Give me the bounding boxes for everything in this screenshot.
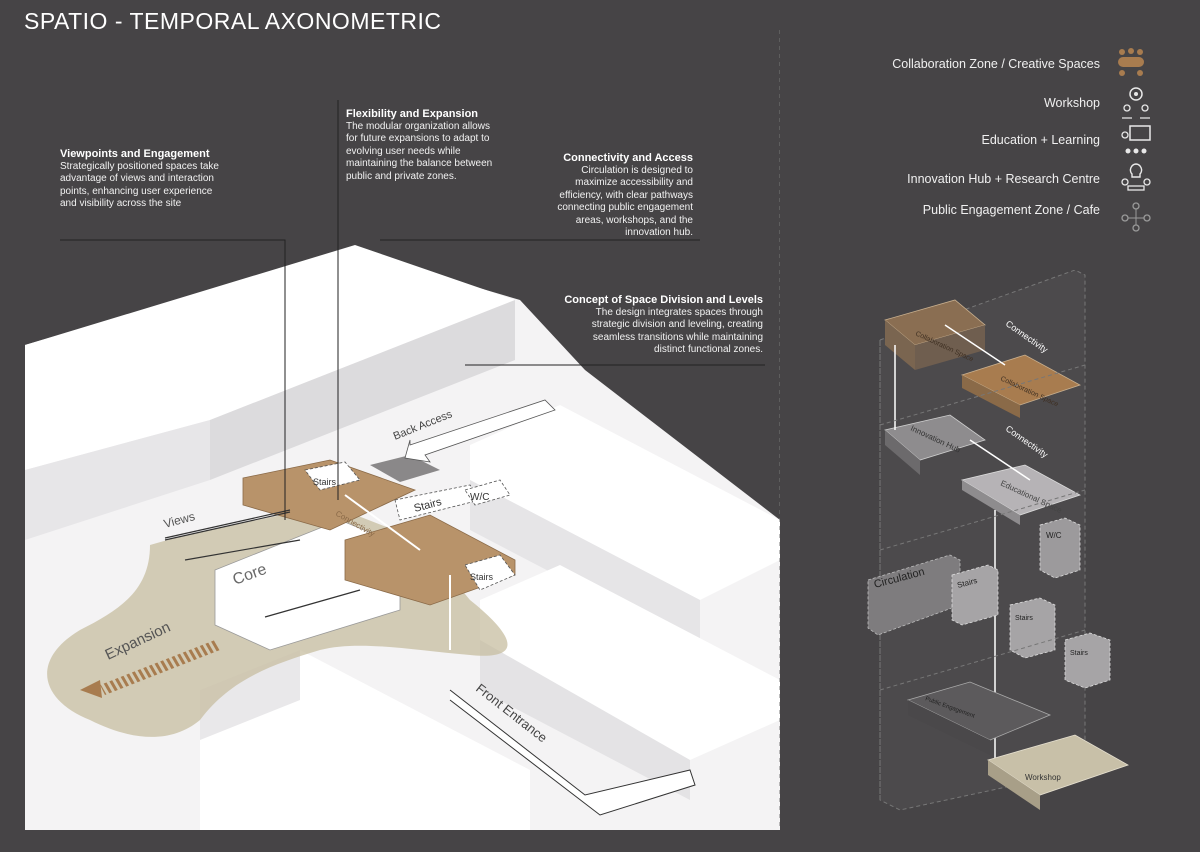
collaboration-block-lower-face (962, 375, 1020, 418)
level-line-3 (879, 629, 1086, 691)
legend-item-public-engagement: Public Engagement Zone / Cafe (920, 202, 1100, 218)
connectivity-arrow-lower (969, 439, 1031, 481)
collaboration-block-top-side (885, 320, 915, 370)
building-block-east (470, 405, 780, 600)
collaboration-block-top-face (915, 325, 985, 370)
stairs-block-exploded-2 (1009, 597, 1056, 659)
building-block-east-side (470, 480, 700, 650)
building-block-south-side (200, 650, 300, 740)
building-block-southeast-side (480, 640, 690, 800)
annotation-connectivity-text: Circulation is designed to maximize acce… (557, 164, 693, 239)
expansion-arrowhead (80, 680, 102, 698)
legend-label: Education + Learning (981, 133, 1101, 147)
stairs-label-exploded-3: Stairs (1070, 650, 1088, 657)
site-axonometric: Core Stairs Stairs W/C Stairs Connectivi… (25, 30, 780, 830)
workshop-block-face (988, 760, 1040, 810)
building-block-southeast (480, 565, 780, 760)
stairs-label-exploded-2: Stairs (1015, 615, 1033, 622)
innovation-icon (1121, 163, 1151, 191)
views-arrow-1 (164, 511, 291, 541)
annotation-division-heading: Concept of Space Division and Levels (564, 294, 763, 306)
annotation-viewpoints-text: Strategically positioned spaces take adv… (60, 160, 219, 210)
annotation-connectivity: Connectivity and Access Circulation is d… (545, 152, 693, 240)
collaboration-block-lower (960, 354, 1081, 406)
collaboration-icon (1118, 48, 1144, 76)
education-icon (1121, 125, 1151, 154)
innovation-hub-block-face (885, 430, 920, 475)
stairs-label-upper: Stairs (313, 477, 337, 487)
exploded-axonometric: Collaboration Space Collaboration Space … (867, 270, 1129, 811)
building-block-north-face (210, 300, 515, 480)
level-line-1 (879, 364, 1086, 426)
views-arrow-3 (264, 589, 361, 618)
views-arrows (164, 509, 291, 539)
expansion-arrow (100, 640, 220, 695)
legend-item-education: Education + Learning (850, 132, 1101, 148)
exploded-frame (879, 270, 1086, 811)
stairs-box-upper (304, 461, 361, 491)
annotation-division-text: The design integrates spaces through str… (591, 306, 763, 356)
annotation-division: Concept of Space Division and Levels The… (560, 294, 763, 357)
annotation-flexibility-heading: Flexibility and Expansion (346, 108, 479, 120)
public-engagement-icon (1121, 202, 1151, 232)
legend-label: Collaboration Zone / Creative Spaces (892, 57, 1100, 71)
legend-label: Public Engagement Zone / Cafe (922, 203, 1100, 217)
wc-box (464, 479, 511, 506)
page-title: SPATIO - TEMPORAL AXONOMETRIC (24, 8, 442, 34)
annotation-flexibility-text: The modular organization allows for futu… (346, 120, 493, 182)
connectivity-arrow (344, 494, 421, 551)
wc-block-exploded (1039, 517, 1081, 579)
level-line-2 (879, 489, 1086, 551)
legend-item-collaboration: Collaboration Zone / Creative Spaces (850, 56, 1100, 72)
annotation-viewpoints: Viewpoints and Engagement Strategically … (60, 148, 220, 211)
stairs-block-exploded-3 (1064, 632, 1111, 689)
connectivity-arrow-upper (944, 324, 1006, 366)
workshop-label: Workshop (1025, 773, 1061, 782)
workshop-block (987, 734, 1129, 796)
building-block-north (25, 245, 515, 470)
leader-viewpoints (60, 239, 286, 520)
wc-label-exploded: W/C (1046, 531, 1062, 540)
legend-label: Workshop (1043, 96, 1100, 110)
stairs-label-lower: Stairs (470, 572, 494, 582)
educational-space-block-face (962, 480, 1020, 525)
stairs-block-exploded-1 (951, 564, 999, 626)
workshop-icon (1122, 87, 1150, 119)
stairs-box-lower (464, 554, 516, 591)
annotation-flexibility: Flexibility and Expansion The modular or… (346, 108, 496, 183)
legend-label: Innovation Hub + Research Centre (907, 172, 1100, 186)
building-block-north-side (25, 420, 210, 540)
annotation-viewpoints-heading: Viewpoints and Engagement (60, 148, 210, 160)
legend-item-innovation: Innovation Hub + Research Centre (850, 171, 1100, 187)
front-entrance-arrow (449, 689, 696, 816)
back-access-arrow (404, 399, 556, 463)
public-engagement-block-face (908, 700, 990, 755)
stairs-box-mid (394, 484, 481, 521)
service-volume (370, 455, 440, 482)
annotation-connectivity-heading: Connectivity and Access (563, 152, 693, 164)
wc-label: W/C (470, 492, 489, 503)
views-arrow-2 (184, 539, 301, 561)
public-engagement-block (906, 681, 1052, 741)
legend-item-workshop: Workshop (850, 95, 1100, 111)
educational-space-block (960, 464, 1081, 516)
